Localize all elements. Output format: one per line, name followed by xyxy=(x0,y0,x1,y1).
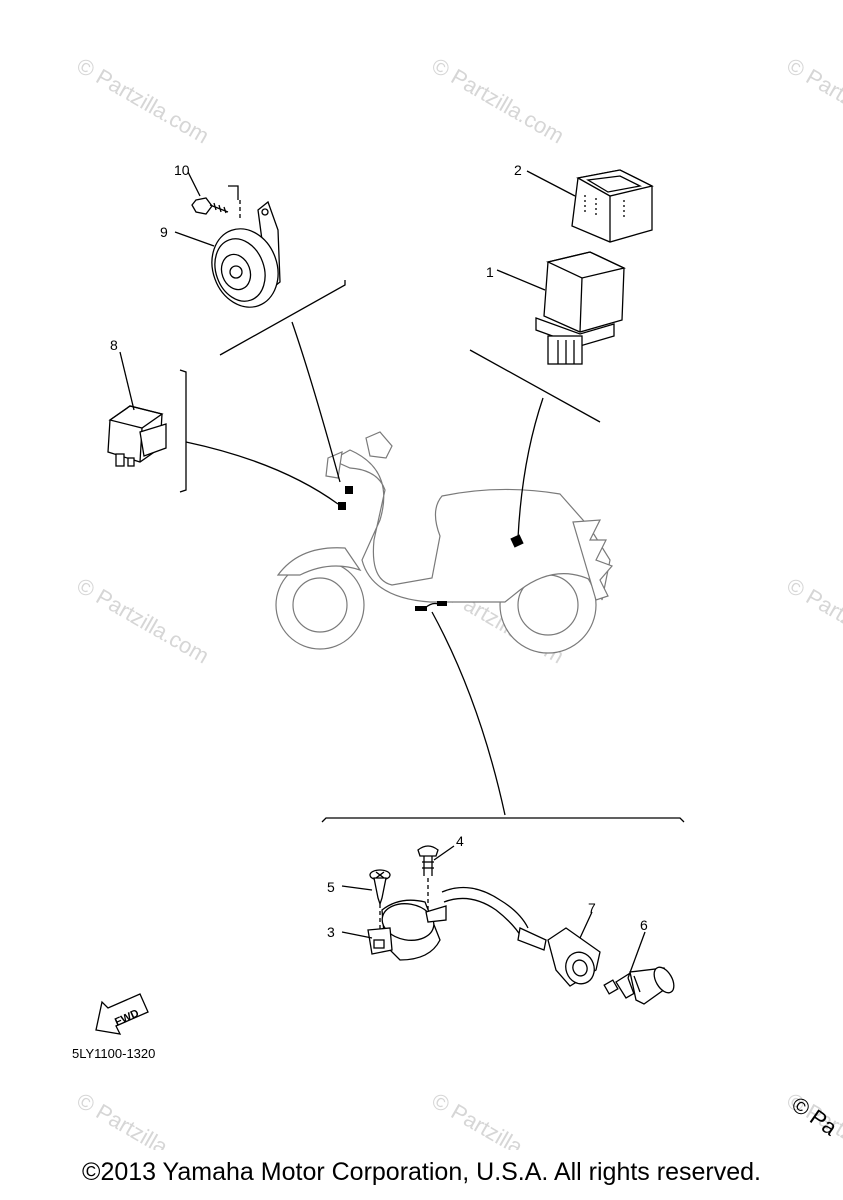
callout-number: 5 xyxy=(327,879,335,895)
leader-lines xyxy=(185,321,544,816)
callout-number: 9 xyxy=(160,224,168,240)
callout-number: 3 xyxy=(327,924,335,940)
scooter-silhouette xyxy=(275,431,614,654)
callout-number: 8 xyxy=(110,337,118,353)
callout-number: 4 xyxy=(456,833,464,849)
ignition-coil-3 xyxy=(367,886,547,961)
parts-diagram: © Partzilla.com © Partzilla.com © Partzi… xyxy=(72,53,843,1150)
callout-number: 1 xyxy=(486,264,494,280)
diagram-code: 5LY1100-1320 xyxy=(72,1046,155,1061)
relay-cover-2 xyxy=(571,169,654,243)
relay-1 xyxy=(535,251,626,365)
watermark: © Partzilla.com xyxy=(428,53,569,149)
callout-number: 2 xyxy=(514,162,522,178)
callout-number: 6 xyxy=(640,917,648,933)
watermark: © Partzilla.com xyxy=(428,1088,569,1150)
spark-plug-cap-7 xyxy=(547,927,601,987)
watermark: © Partzilla.com xyxy=(73,1088,214,1150)
watermark: © Partzilla.com xyxy=(783,53,843,149)
flasher-relay-8 xyxy=(107,405,167,467)
watermark: © Partzilla.com xyxy=(783,573,843,669)
callout-number: 7 xyxy=(588,900,596,916)
bolt-4 xyxy=(417,845,439,910)
horn-9 xyxy=(211,200,281,308)
spark-plug-6 xyxy=(603,966,675,1005)
callout-number: 10 xyxy=(174,162,190,178)
copyright-notice: ©2013 Yamaha Motor Corporation, U.S.A. A… xyxy=(82,1158,761,1186)
fwd-arrow-icon: FWD xyxy=(95,993,149,1035)
screw-5 xyxy=(369,869,391,930)
callout-leaders xyxy=(119,170,646,979)
watermark: © Partzilla.com xyxy=(73,53,214,149)
callout-numbers: 1 2 3 4 5 6 7 8 9 10 xyxy=(110,162,648,940)
bolt-10 xyxy=(191,185,241,220)
group-brackets xyxy=(179,280,685,823)
watermark: © Partzilla.com xyxy=(73,573,214,669)
